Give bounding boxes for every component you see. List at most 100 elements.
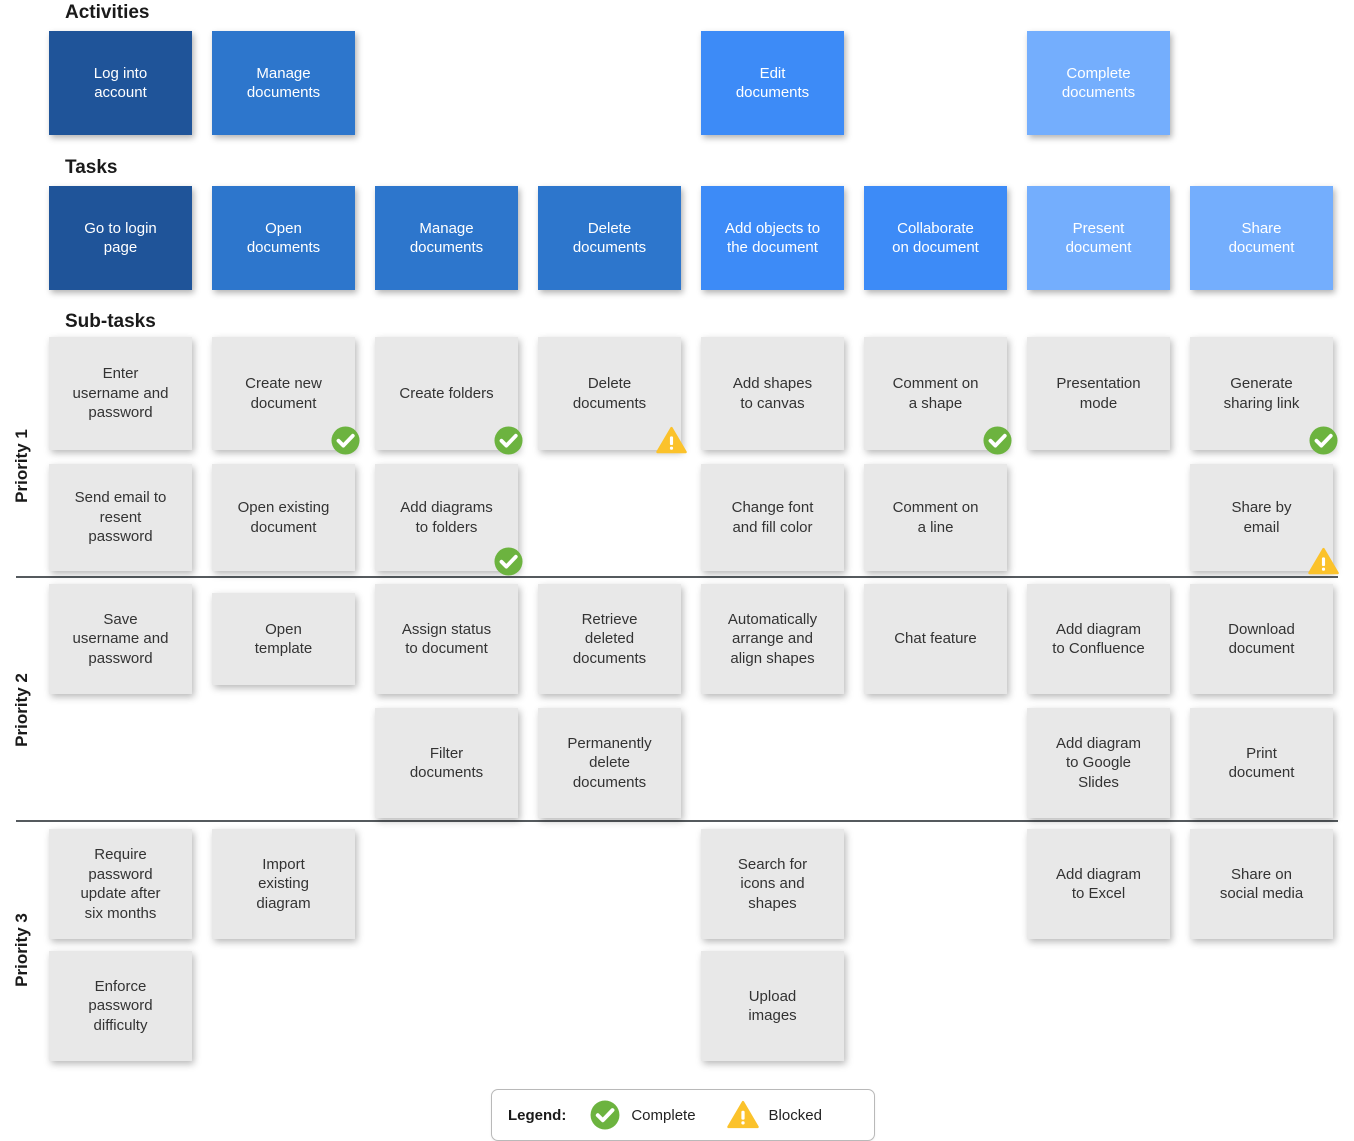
card-label: Open existing document xyxy=(237,499,330,536)
card-label: Create folders xyxy=(399,384,494,402)
legend-complete-label: Complete xyxy=(631,1106,696,1124)
subtask-enforce-password-difficulty[interactable]: Enforce password difficulty xyxy=(49,951,192,1061)
check-circle-icon xyxy=(1307,424,1340,457)
card-label: Search for icons and shapes xyxy=(737,855,808,912)
card-label: Upload images xyxy=(748,987,797,1025)
check-circle-icon xyxy=(492,545,525,578)
subtask-add-diagram-to-confluence[interactable]: Add diagram to Confluence xyxy=(1027,584,1170,694)
subtask-require-password-update-after-six-months[interactable]: Require password update after six months xyxy=(49,829,192,939)
check-circle-icon xyxy=(981,424,1014,457)
subtask-upload-images[interactable]: Upload images xyxy=(701,951,844,1061)
warning-triangle-icon xyxy=(655,424,688,457)
activity-complete-documents[interactable]: Complete documents xyxy=(1027,31,1170,135)
warning-triangle-icon xyxy=(726,1098,760,1132)
warning-triangle-icon xyxy=(1307,545,1340,578)
card-label: Comment on a line xyxy=(892,499,979,536)
card-label: Open documents xyxy=(246,219,321,257)
card-label: Manage documents xyxy=(246,64,321,102)
task-open-documents[interactable]: Open documents xyxy=(212,186,355,290)
subtask-automatically-arrange-and-align-shapes[interactable]: Automatically arrange and align shapes xyxy=(701,584,844,694)
subtask-add-diagrams-to-folders[interactable]: Add diagrams to folders xyxy=(375,464,523,576)
activity-manage-documents[interactable]: Manage documents xyxy=(212,31,355,135)
card-label: Complete documents xyxy=(1061,64,1136,102)
legend-blocked-label: Blocked xyxy=(768,1106,822,1124)
subtask-permanently-delete-documents[interactable]: Permanently delete documents xyxy=(538,708,681,818)
card-label: Add diagram to Excel xyxy=(1055,865,1142,903)
subtask-import-existing-diagram[interactable]: Import existing diagram xyxy=(212,829,355,939)
card-label: Add objects to the document xyxy=(724,219,821,257)
card-label: Print document xyxy=(1228,744,1295,782)
subtask-search-for-icons-and-shapes[interactable]: Search for icons and shapes xyxy=(701,829,844,939)
subtask-delete-documents[interactable]: Delete documents xyxy=(538,337,687,454)
subtask-share-by-email[interactable]: Share by email xyxy=(1190,464,1339,575)
task-collaborate-on-document[interactable]: Collaborate on document xyxy=(864,186,1007,290)
card-label: Edit documents xyxy=(735,64,810,102)
subtask-save-username-and-password[interactable]: Save username and password xyxy=(49,584,192,694)
subtask-create-folders[interactable]: Create folders xyxy=(375,337,523,455)
card-label: Collaborate on document xyxy=(892,219,979,257)
check-circle-icon xyxy=(492,424,525,457)
subtask-download-document[interactable]: Download document xyxy=(1190,584,1333,694)
card-label: Automatically arrange and align shapes xyxy=(727,610,818,667)
card-label: Share by email xyxy=(1231,499,1292,536)
card-label: Add diagram to Google Slides xyxy=(1055,734,1142,791)
task-manage-documents[interactable]: Manage documents xyxy=(375,186,518,290)
subtask-presentation-mode[interactable]: Presentation mode xyxy=(1027,337,1170,450)
priority-label-1: Priority 1 xyxy=(12,429,31,503)
task-delete-documents[interactable]: Delete documents xyxy=(538,186,681,290)
priority-label-3: Priority 3 xyxy=(12,913,31,987)
task-go-to-login-page[interactable]: Go to login page xyxy=(49,186,192,290)
card-label: Save username and password xyxy=(72,610,169,667)
card-label: Generate sharing link xyxy=(1223,375,1300,412)
card-label: Add shapes to canvas xyxy=(732,375,813,412)
subtask-assign-status-to-document[interactable]: Assign status to document xyxy=(375,584,518,694)
card-label: Create new document xyxy=(245,375,322,412)
subtask-chat-feature[interactable]: Chat feature xyxy=(864,584,1007,694)
card-label: Add diagrams to folders xyxy=(400,499,493,536)
task-present-document[interactable]: Present document xyxy=(1027,186,1170,290)
card-label: Require password update after six months xyxy=(80,846,161,922)
subtask-filter-documents[interactable]: Filter documents xyxy=(375,708,518,818)
card-label: Manage documents xyxy=(409,219,484,257)
card-label: Delete documents xyxy=(572,375,647,412)
divider-priority-1-2 xyxy=(16,576,1338,578)
legend-title: Legend: xyxy=(508,1106,567,1124)
card-label: Add diagram to Confluence xyxy=(1052,620,1145,658)
subtasks-heading: Sub-tasks xyxy=(65,311,156,332)
card-label: Presentation mode xyxy=(1056,375,1141,412)
subtask-open-template[interactable]: Open template xyxy=(212,593,355,685)
card-label: Open template xyxy=(254,620,313,658)
card-label: Share on social media xyxy=(1219,865,1304,903)
subtask-add-diagram-to-excel[interactable]: Add diagram to Excel xyxy=(1027,829,1170,939)
subtask-share-on-social-media[interactable]: Share on social media xyxy=(1190,829,1333,939)
legend-complete: Complete xyxy=(588,1098,696,1132)
subtask-enter-username-and-password[interactable]: Enter username and password xyxy=(49,337,192,450)
subtask-comment-on-a-shape[interactable]: Comment on a shape xyxy=(864,337,1012,455)
card-label: Permanently delete documents xyxy=(567,734,652,791)
legend-blocked: Blocked xyxy=(726,1098,822,1132)
activity-edit-documents[interactable]: Edit documents xyxy=(701,31,844,135)
card-label: Send email to resent password xyxy=(74,489,167,546)
subtask-generate-sharing-link[interactable]: Generate sharing link xyxy=(1190,337,1338,455)
card-label: Present document xyxy=(1065,219,1132,257)
card-label: Log into account xyxy=(93,64,148,102)
subtask-print-document[interactable]: Print document xyxy=(1190,708,1333,818)
subtask-send-email-to-resent-password[interactable]: Send email to resent password xyxy=(49,464,192,571)
card-label: Filter documents xyxy=(409,744,484,782)
check-circle-icon xyxy=(588,1098,622,1132)
subtask-change-font-and-fill-color[interactable]: Change font and fill color xyxy=(701,464,844,571)
subtask-add-diagram-to-google-slides[interactable]: Add diagram to Google Slides xyxy=(1027,708,1170,818)
subtask-retrieve-deleted-documents[interactable]: Retrieve deleted documents xyxy=(538,584,681,694)
divider-priority-2-3 xyxy=(16,820,1338,822)
subtask-add-shapes-to-canvas[interactable]: Add shapes to canvas xyxy=(701,337,844,450)
task-share-document[interactable]: Share document xyxy=(1190,186,1333,290)
card-label: Download document xyxy=(1228,620,1295,658)
card-label: Go to login page xyxy=(84,219,157,257)
card-label: Retrieve deleted documents xyxy=(572,610,647,667)
task-add-objects-to-the-document[interactable]: Add objects to the document xyxy=(701,186,844,290)
subtask-create-new-document[interactable]: Create new document xyxy=(212,337,360,455)
activity-log-into-account[interactable]: Log into account xyxy=(49,31,192,135)
subtask-comment-on-a-line[interactable]: Comment on a line xyxy=(864,464,1007,571)
subtask-open-existing-document[interactable]: Open existing document xyxy=(212,464,355,571)
card-label: Change font and fill color xyxy=(731,499,814,536)
